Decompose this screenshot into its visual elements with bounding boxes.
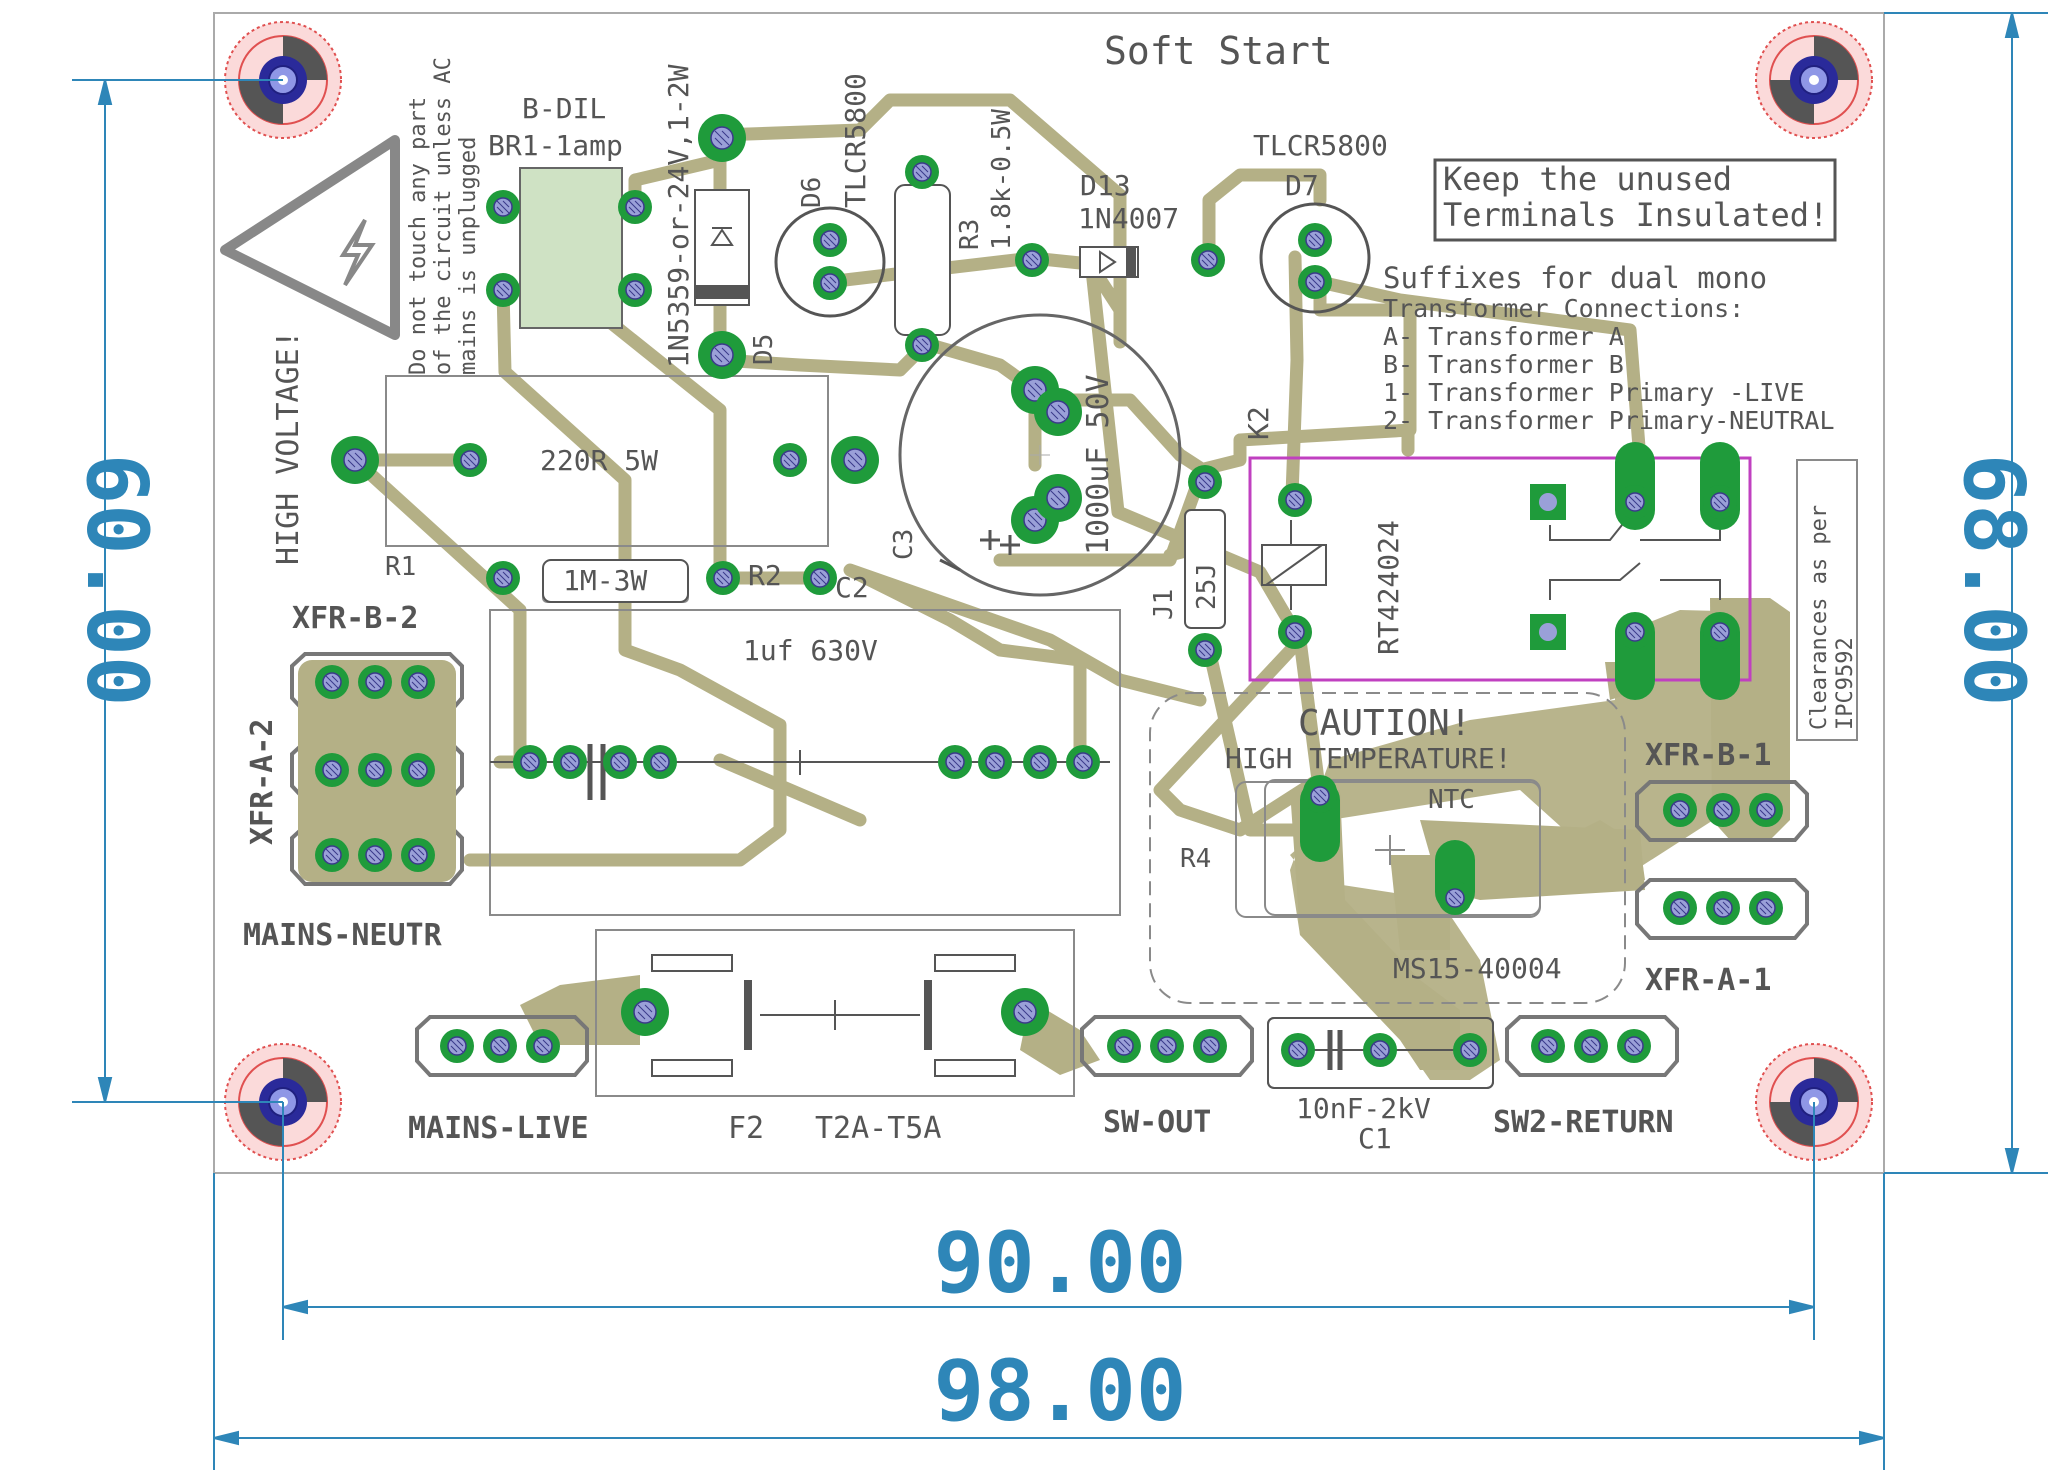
f2-label: F2 xyxy=(728,1111,764,1146)
zener-value: 1N5359-or-24V,1-2W xyxy=(662,64,695,368)
ms-label: MS15-40004 xyxy=(1393,952,1562,985)
r2-value: 1M-3W xyxy=(563,564,647,597)
keep-unused-line-2: Terminals Insulated! xyxy=(1443,196,1828,234)
tlcr-right-label: TLCR5800 xyxy=(1253,129,1388,162)
d6-label: D6 xyxy=(797,177,827,208)
r1-label: R1 xyxy=(385,552,416,582)
high-voltage-label: HIGH VOLTAGE! xyxy=(271,330,306,565)
xfr-b-2-label: XFR-B-2 xyxy=(292,601,418,636)
xfr-a-1-label: XFR-A-1 xyxy=(1645,963,1771,998)
j1-value: 25J xyxy=(1192,563,1222,610)
suffix-line-5: 1- Transformer Primary -LIVE xyxy=(1383,378,1804,407)
k2-label: K2 xyxy=(1242,406,1275,440)
c1-value: 10nF-2kV xyxy=(1296,1092,1431,1125)
inner-height-dimension: 60.00 xyxy=(68,454,166,707)
mains-live-label: MAINS-LIVE xyxy=(408,1111,589,1146)
suffix-line-4: B- Transformer B xyxy=(1383,350,1624,379)
high-temperature-label: HIGH TEMPERATURE! xyxy=(1225,742,1512,775)
resistor-r2-body xyxy=(542,559,689,603)
ntc-label: NTC xyxy=(1428,785,1475,815)
r3-value: 1.8k-0.5W xyxy=(987,109,1017,250)
bridge-value: B-DIL xyxy=(522,92,606,125)
sw-out-label: SW-OUT xyxy=(1103,1105,1211,1140)
r4-label: R4 xyxy=(1180,844,1211,874)
zener-diode-body xyxy=(694,189,750,306)
j1-label: J1 xyxy=(1149,589,1179,620)
high-voltage-warning-icon xyxy=(220,135,400,340)
c2-label: C2 xyxy=(835,571,869,604)
diode-d13-body xyxy=(1079,246,1139,278)
do-not-touch-line-3: mains is unplugged xyxy=(456,137,481,375)
led-d7 xyxy=(1259,202,1371,314)
caution-label: CAUTION! xyxy=(1298,703,1471,744)
fuse-holder xyxy=(651,954,1016,1077)
ntc-body xyxy=(1235,781,1541,918)
outer-width-dimension: 98.00 xyxy=(934,1342,1187,1440)
ntc-pour xyxy=(1290,790,1645,1070)
c3-value: 1000uF 50V xyxy=(1081,374,1116,555)
outer-height-dimension: 68.00 xyxy=(1945,454,2043,707)
tlcr-left-label: TLCR5800 xyxy=(839,73,872,208)
d13-value: 1N4007 xyxy=(1078,202,1179,235)
square-pads xyxy=(1530,484,1566,650)
d13-label: D13 xyxy=(1080,169,1131,202)
inner-width-dimension: 90.00 xyxy=(934,1214,1187,1312)
clearances-line-1: Clearances as per xyxy=(1807,505,1832,730)
relay-label: RT424024 xyxy=(1372,520,1405,655)
r1-value: 220R 5W xyxy=(540,444,658,477)
bridge-name: BR1-1amp xyxy=(488,129,623,162)
silkscreen-text: Soft Start HIGH VOLTAGE! Do not touch an… xyxy=(243,29,1858,1155)
sw2-return-label: SW2-RETURN xyxy=(1493,1105,1674,1140)
jumper-j1-body xyxy=(1184,509,1226,629)
suffix-line-1: Suffixes for dual mono xyxy=(1383,261,1767,295)
d7-label: D7 xyxy=(1285,169,1319,202)
suffix-line-6: 2- Transformer Primary-NEUTRAL xyxy=(1383,406,1835,435)
do-not-touch-line-2: of the circuit unless AC xyxy=(431,57,456,375)
capacitor-c3-body xyxy=(898,313,1182,597)
suffix-line-2: Transformer Connections: xyxy=(1383,294,1744,323)
c1-label: C1 xyxy=(1358,1122,1392,1155)
r2-label: R2 xyxy=(748,559,782,592)
d5-label: D5 xyxy=(749,334,779,365)
dimension-lines xyxy=(72,12,2048,1470)
board-title: Soft Start xyxy=(1104,29,1333,73)
bridge-rectifier-body xyxy=(519,167,623,329)
xfr-b-1-label: XFR-B-1 xyxy=(1645,738,1771,773)
keep-unused-line-1: Keep the unused xyxy=(1443,160,1732,198)
xfr-a-2-label: XFR-A-2 xyxy=(245,719,280,845)
c3-label: C3 xyxy=(889,529,919,560)
relay-outline xyxy=(1248,456,1752,682)
caution-zone xyxy=(1149,692,1626,1004)
do-not-touch-line-1: Do not touch any part xyxy=(406,97,431,375)
r3-label: R3 xyxy=(955,219,985,250)
clearances-line-2: IPC9592 xyxy=(1833,637,1858,730)
mains-neutr-label: MAINS-NEUTR xyxy=(243,918,443,953)
dimension-text: 90.00 98.00 60.00 68.00 xyxy=(68,454,2043,1440)
fuse-value: T2A-T5A xyxy=(815,1111,941,1146)
suffix-line-3: A- Transformer A xyxy=(1383,322,1624,351)
c2-value: 1uf 630V xyxy=(743,634,878,667)
resistor-r3-body xyxy=(894,184,951,336)
led-d6 xyxy=(774,206,886,318)
capacitor-c1-body xyxy=(1267,1017,1494,1089)
